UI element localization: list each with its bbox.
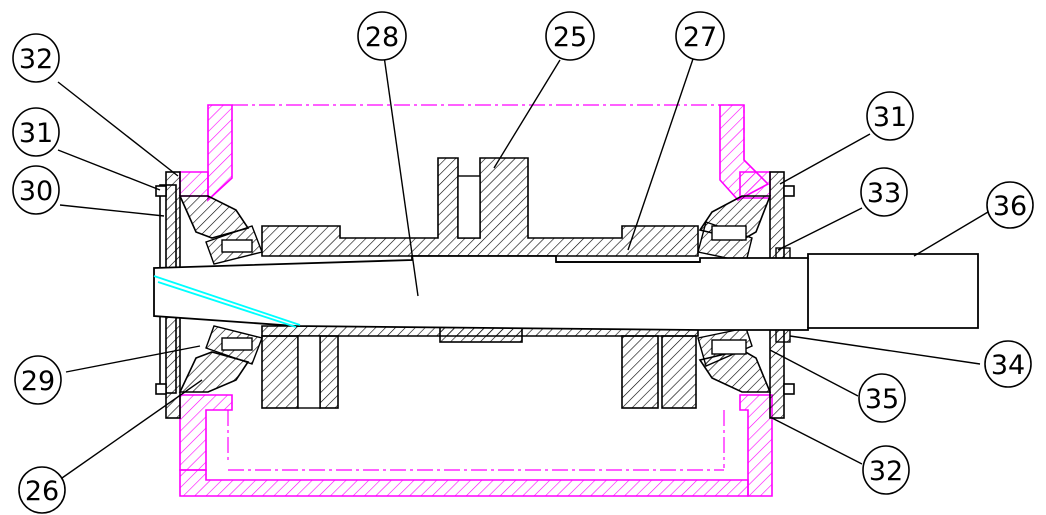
callout-33: 33 (860, 167, 908, 217)
svg-text:28: 28 (365, 22, 399, 53)
left-bearing (205, 225, 263, 365)
svg-text:35: 35 (865, 384, 899, 415)
callout-32-top-left: 32 (12, 33, 60, 83)
svg-text:31: 31 (873, 102, 907, 133)
shaft-body (153, 253, 979, 331)
leader-lines (57, 55, 989, 479)
housing-bottom-plate (179, 469, 749, 497)
svg-text:26: 26 (25, 476, 59, 507)
callout-27: 27 (675, 11, 725, 61)
housing-top-left-wall (207, 104, 233, 202)
callout-25: 25 (545, 11, 595, 61)
svg-text:32: 32 (19, 44, 53, 75)
callout-30: 30 (12, 165, 60, 215)
svg-text:30: 30 (19, 176, 53, 207)
lower-gear-webs (261, 335, 697, 409)
svg-text:32: 32 (869, 456, 903, 487)
gear-hub-detail (297, 175, 481, 409)
callout-32-bottom-right: 32 (862, 445, 910, 495)
housing-right-flange (739, 171, 771, 199)
callout-36: 36 (986, 181, 1034, 229)
svg-text:29: 29 (21, 366, 55, 397)
shaft-key-highlight (153, 275, 301, 328)
callout-31-right: 31 (866, 91, 914, 141)
callout-35: 35 (858, 373, 906, 423)
svg-text:25: 25 (553, 22, 587, 53)
housing (179, 104, 773, 497)
housing-centerlines (227, 104, 745, 471)
callout-34: 34 (984, 340, 1032, 388)
svg-text:34: 34 (991, 350, 1025, 381)
callout-26: 26 (18, 466, 66, 514)
svg-text:36: 36 (993, 191, 1027, 222)
callout-28: 28 (357, 11, 407, 61)
shaft (153, 253, 979, 331)
housing-bottom-left-wall (179, 394, 233, 471)
housing-left-flange (179, 171, 209, 197)
svg-text:27: 27 (683, 22, 717, 53)
svg-text:31: 31 (19, 118, 53, 149)
callout-29: 29 (14, 355, 62, 405)
right-bearing (697, 221, 791, 367)
svg-text:33: 33 (867, 178, 901, 209)
callout-31-left: 31 (12, 107, 60, 157)
